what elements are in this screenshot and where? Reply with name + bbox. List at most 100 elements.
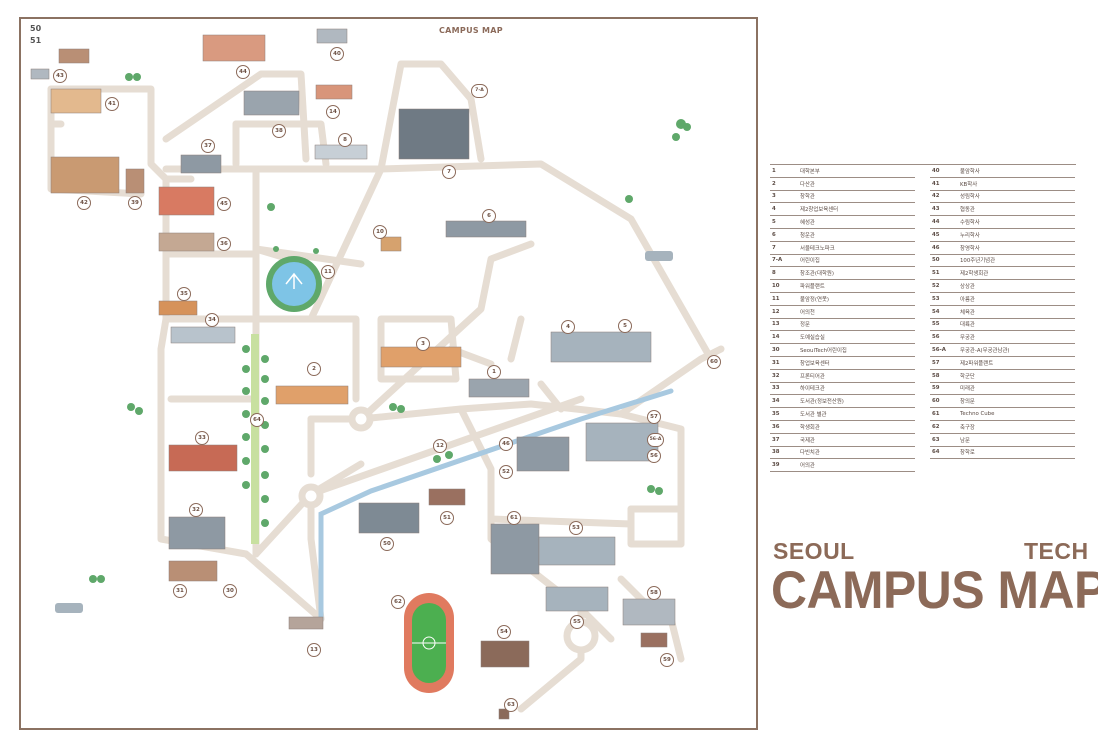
building-marker-39[interactable]: 39 [128, 196, 142, 210]
legend-number: 3 [772, 193, 776, 200]
building-marker-59[interactable]: 59 [660, 653, 674, 667]
building-marker-38[interactable]: 38 [272, 124, 286, 138]
building-marker-53[interactable]: 53 [569, 521, 583, 535]
building-marker-3[interactable]: 3 [416, 337, 430, 351]
building-marker-32[interactable]: 32 [189, 503, 203, 517]
building-marker-36[interactable]: 36 [217, 237, 231, 251]
building-marker-1[interactable]: 1 [487, 365, 501, 379]
legend-building-name: 대학본부 [800, 168, 820, 175]
building-marker-45[interactable]: 45 [217, 197, 231, 211]
building-marker-61[interactable]: 61 [507, 511, 521, 525]
building-marker-7[interactable]: 7 [442, 165, 456, 179]
map-title: CAMPUS MAP [439, 26, 503, 35]
building-marker-35[interactable]: 35 [177, 287, 191, 301]
legend-building-name: 창조관(대학원) [800, 271, 834, 278]
building-marker-51[interactable]: 51 [440, 511, 454, 525]
legend-number: 37 [772, 436, 780, 443]
building-marker-33[interactable]: 33 [195, 431, 209, 445]
building-marker-2[interactable]: 2 [307, 362, 321, 376]
building-marker-54[interactable]: 54 [497, 625, 511, 639]
building-marker-12[interactable]: 12 [433, 439, 447, 453]
building-marker-10[interactable]: 10 [373, 225, 387, 239]
building-marker-41[interactable]: 41 [105, 97, 119, 111]
building-marker-58[interactable]: 58 [647, 586, 661, 600]
legend-number: 56 [932, 334, 940, 341]
legend-building-name: 파워플랜트 [800, 284, 825, 291]
legend-building-name: 학생회관 [800, 424, 820, 431]
building-marker-31[interactable]: 31 [173, 584, 187, 598]
building-marker-4[interactable]: 4 [561, 320, 575, 334]
building-marker-13[interactable]: 13 [307, 643, 321, 657]
building-marker-37[interactable]: 37 [201, 139, 215, 153]
building-marker-5[interactable]: 5 [618, 319, 632, 333]
legend-number: 52 [932, 283, 940, 290]
building-marker-64[interactable]: 64 [250, 413, 264, 427]
legend-number: 58 [932, 372, 940, 379]
legend-building-name: 100주년기념관 [960, 258, 996, 265]
legend-building-name: 프론티어관 [800, 373, 825, 380]
legend-number: 11 [772, 295, 780, 302]
legend-building-name: 서울테크노파크 [800, 245, 835, 252]
legend-number: 53 [932, 295, 940, 302]
legend-building-name: 창업보육센터 [800, 360, 830, 367]
legend-building-name: KB학사 [960, 181, 978, 188]
legend-building-name: 창영학사 [960, 245, 980, 252]
building-marker-56[interactable]: 56 [647, 449, 661, 463]
building-marker-30[interactable]: 30 [223, 584, 237, 598]
building-marker-56-a[interactable]: 56-A [647, 433, 664, 447]
building-marker-62[interactable]: 62 [391, 595, 405, 609]
legend-number: 42 [932, 193, 940, 200]
legend-building-name: SeoulTech어린이집 [800, 348, 847, 355]
legend-building-name: Techno Cube [960, 411, 995, 418]
building-marker-6[interactable]: 6 [482, 209, 496, 223]
legend-number: 14 [772, 334, 780, 341]
legend-number: 31 [772, 359, 780, 366]
building-marker-50[interactable]: 50 [380, 537, 394, 551]
road-network [47, 60, 725, 713]
legend-building-name: 수림학사 [960, 220, 980, 227]
legend-number: 51 [932, 270, 940, 277]
building-marker-55[interactable]: 55 [570, 615, 584, 629]
building-marker-8[interactable]: 8 [338, 133, 352, 147]
building-marker-52[interactable]: 52 [499, 465, 513, 479]
building-marker-43[interactable]: 43 [53, 69, 67, 83]
stream [318, 388, 674, 622]
brand-campus-map: CAMPUS MAP [771, 561, 1098, 620]
building-marker-63[interactable]: 63 [504, 698, 518, 712]
legend-building-name: 미래관 [960, 386, 975, 393]
brand-seoul: SEOUL [773, 538, 855, 564]
roundabout-center [348, 406, 374, 432]
building-marker-46[interactable]: 46 [499, 437, 513, 451]
legend-top-rule [770, 164, 1076, 165]
building-marker-57[interactable]: 57 [647, 410, 661, 424]
legend-building-name: 정문 [800, 322, 810, 329]
legend-number: 34 [772, 398, 780, 405]
building-marker-40[interactable]: 40 [330, 47, 344, 61]
building-marker-7-a[interactable]: 7-A [471, 84, 488, 98]
building-marker-44[interactable]: 44 [236, 65, 250, 79]
legend-number: 7-A [772, 257, 783, 264]
building-marker-14[interactable]: 14 [326, 105, 340, 119]
legend-number: 39 [772, 462, 780, 469]
building-marker-60[interactable]: 60 [707, 355, 721, 369]
legend-number: 1 [772, 167, 776, 174]
legend-building-name: 축구장 [960, 424, 975, 431]
legend-building-name: 국제관 [800, 437, 815, 444]
legend-number: 36 [772, 423, 780, 430]
building-marker-42[interactable]: 42 [77, 196, 91, 210]
building-marker-11[interactable]: 11 [321, 265, 335, 279]
building-marker-34[interactable]: 34 [205, 313, 219, 327]
